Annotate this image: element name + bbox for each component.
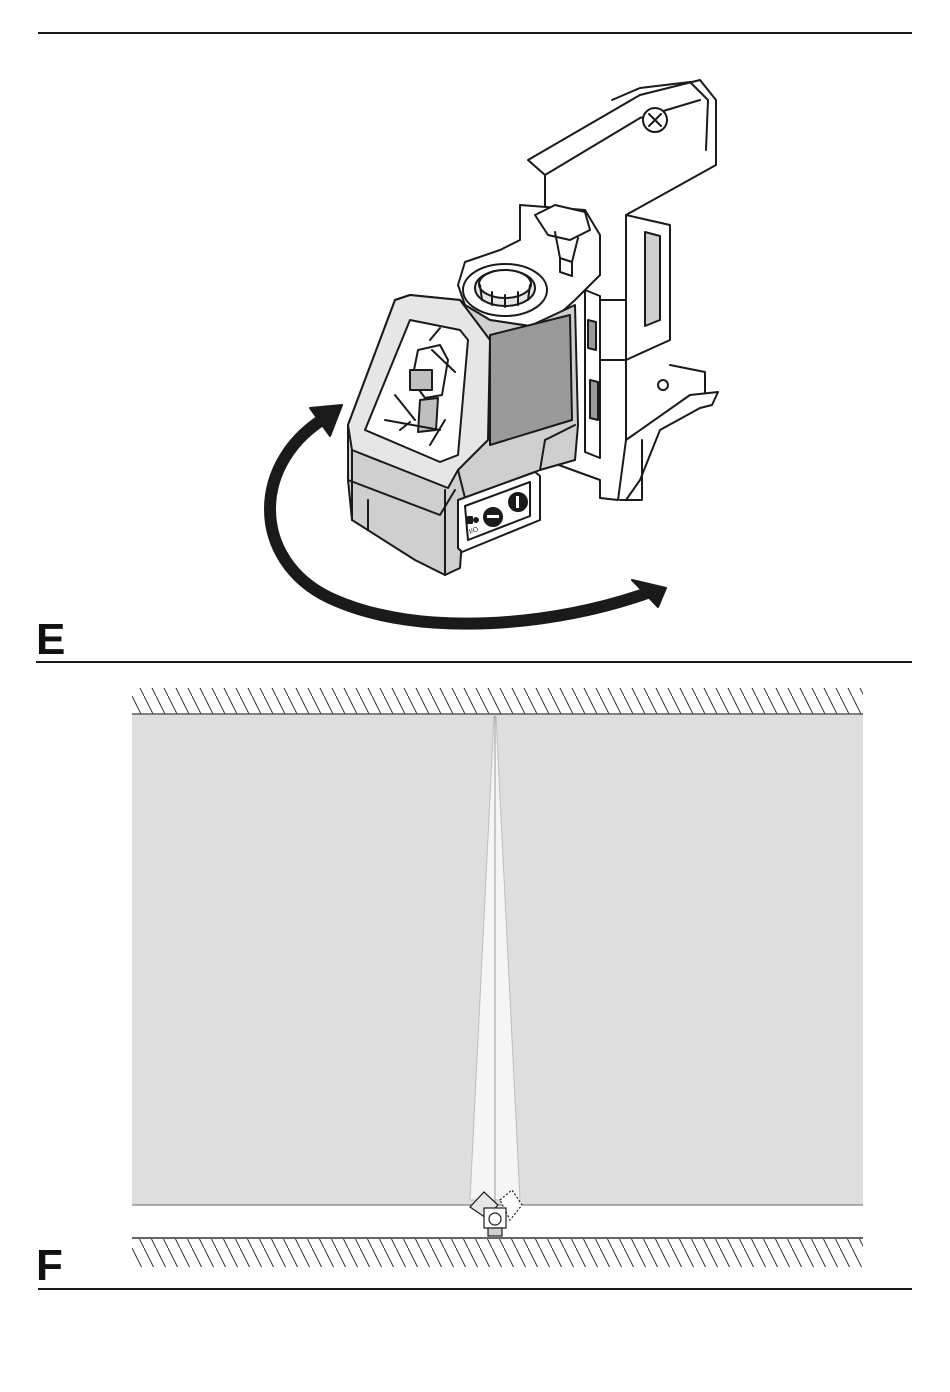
floor-hatch bbox=[132, 1239, 863, 1267]
ceiling-hatch bbox=[132, 688, 863, 714]
